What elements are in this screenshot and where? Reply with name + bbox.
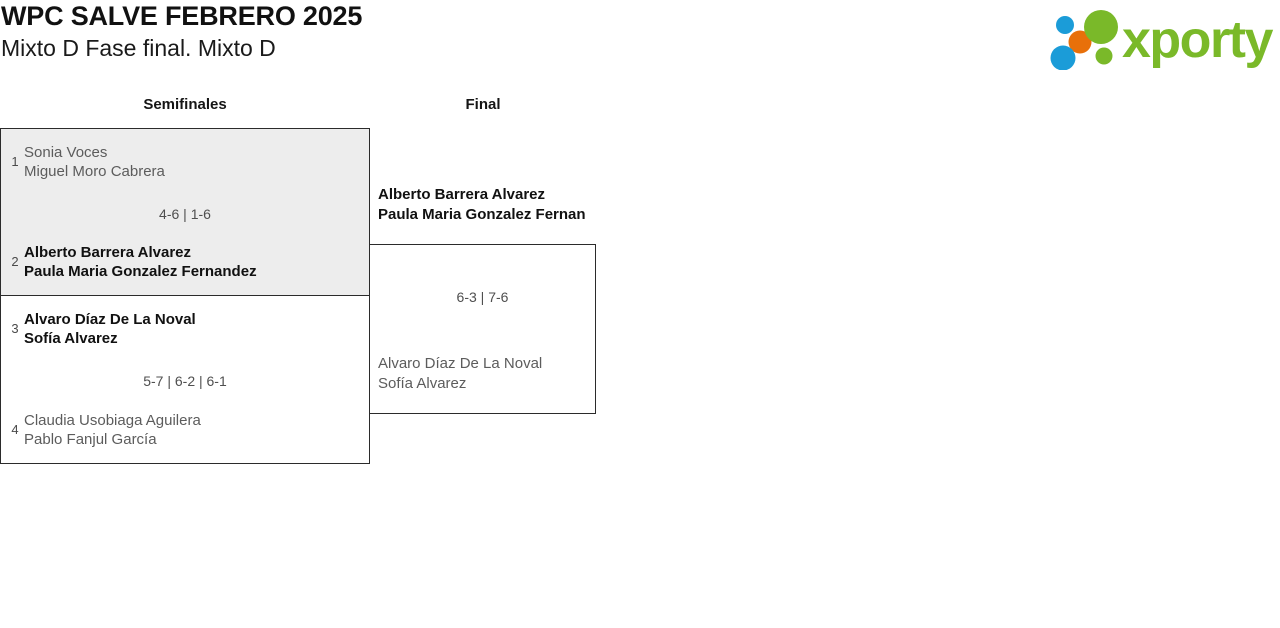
- final-team-bottom[interactable]: Alvaro Díaz De La Noval Sofía Alvarez: [378, 354, 592, 394]
- player-name-2: Miguel Moro Cabrera: [24, 163, 165, 180]
- column-semifinals: 1 Sonia Voces Miguel Moro Cabrera 4-6 | …: [0, 128, 370, 464]
- team-names: Alberto Barrera Alvarez Paula Maria Gonz…: [378, 185, 592, 225]
- player-name-2: Sofía Alvarez: [378, 375, 467, 392]
- seed-number: 3: [11, 321, 19, 336]
- player-name-2: Paula Maria Gonzalez Fernandez: [24, 263, 257, 280]
- tournament-title: WPC SALVE FEBRERO 2025: [1, 1, 363, 31]
- tournament-bracket: Semifinales Final 1 Sonia Voces Miguel M…: [0, 94, 1280, 528]
- dot-orange: [1068, 30, 1092, 54]
- match-semifinal-1[interactable]: 1 Sonia Voces Miguel Moro Cabrera 4-6 | …: [0, 128, 370, 296]
- player-name-2: Pablo Fanjul García: [24, 431, 157, 448]
- match-semifinal-2[interactable]: 3 Alvaro Díaz De La Noval Sofía Alvarez …: [0, 296, 370, 464]
- match-team-bottom[interactable]: 4 Claudia Usobiaga Aguilera Pablo Fanjul…: [1, 411, 369, 449]
- team-names: Claudia Usobiaga Aguilera Pablo Fanjul G…: [24, 411, 201, 449]
- player-name-1: Alberto Barrera Alvarez: [24, 244, 192, 261]
- team-names: Alvaro Díaz De La Noval Sofía Alvarez: [24, 310, 196, 348]
- player-name-2: Paula Maria Gonzalez Fernan: [378, 206, 586, 223]
- dot-blue-small: [1056, 16, 1074, 34]
- rounds-body: 1 Sonia Voces Miguel Moro Cabrera 4-6 | …: [0, 128, 1280, 528]
- dot-blue-large: [1050, 45, 1076, 70]
- team-names: Alberto Barrera Alvarez Paula Maria Gonz…: [24, 243, 257, 281]
- page-header: WPC SALVE FEBRERO 2025 Mixto D Fase fina…: [0, 0, 1280, 80]
- match-score: 5-7 | 6-2 | 6-1: [143, 373, 227, 389]
- match-final[interactable]: [369, 244, 596, 414]
- round-headers: Semifinales Final: [0, 94, 1280, 128]
- seed-number: 1: [11, 154, 19, 169]
- category-title: Mixto D Fase final. Mixto D: [1, 35, 276, 61]
- player-name-1: Sonia Voces: [24, 144, 108, 161]
- match-team-top[interactable]: 1 Sonia Voces Miguel Moro Cabrera: [1, 143, 369, 181]
- player-name-1: Alberto Barrera Alvarez: [378, 186, 546, 203]
- match-score: 4-6 | 1-6: [159, 206, 211, 222]
- logo-wordmark: xporty: [1122, 11, 1274, 69]
- seed-number: 4: [11, 422, 19, 437]
- match-team-top[interactable]: 3 Alvaro Díaz De La Noval Sofía Alvarez: [1, 310, 369, 348]
- team-names: Sonia Voces Miguel Moro Cabrera: [24, 143, 165, 181]
- match-team-bottom[interactable]: 2 Alberto Barrera Alvarez Paula Maria Go…: [1, 243, 369, 281]
- round-header-semifinals: Semifinales: [143, 96, 227, 113]
- player-name-1: Claudia Usobiaga Aguilera: [24, 412, 201, 429]
- final-team-top[interactable]: Alberto Barrera Alvarez Paula Maria Gonz…: [378, 185, 592, 225]
- player-name-1: Alvaro Díaz De La Noval: [378, 355, 543, 372]
- title-block: WPC SALVE FEBRERO 2025 Mixto D Fase fina…: [0, 0, 362, 63]
- player-name-2: Sofía Alvarez: [24, 330, 118, 347]
- team-names: Alvaro Díaz De La Noval Sofía Alvarez: [378, 354, 592, 394]
- dot-green-large: [1084, 10, 1118, 44]
- round-header-final: Final: [465, 96, 501, 113]
- xporty-logo[interactable]: xporty: [1046, 4, 1274, 70]
- final-score: 6-3 | 7-6: [456, 289, 509, 305]
- seed-number: 2: [11, 254, 19, 269]
- dot-green-small: [1095, 47, 1113, 65]
- player-name-1: Alvaro Díaz De La Noval: [24, 311, 196, 328]
